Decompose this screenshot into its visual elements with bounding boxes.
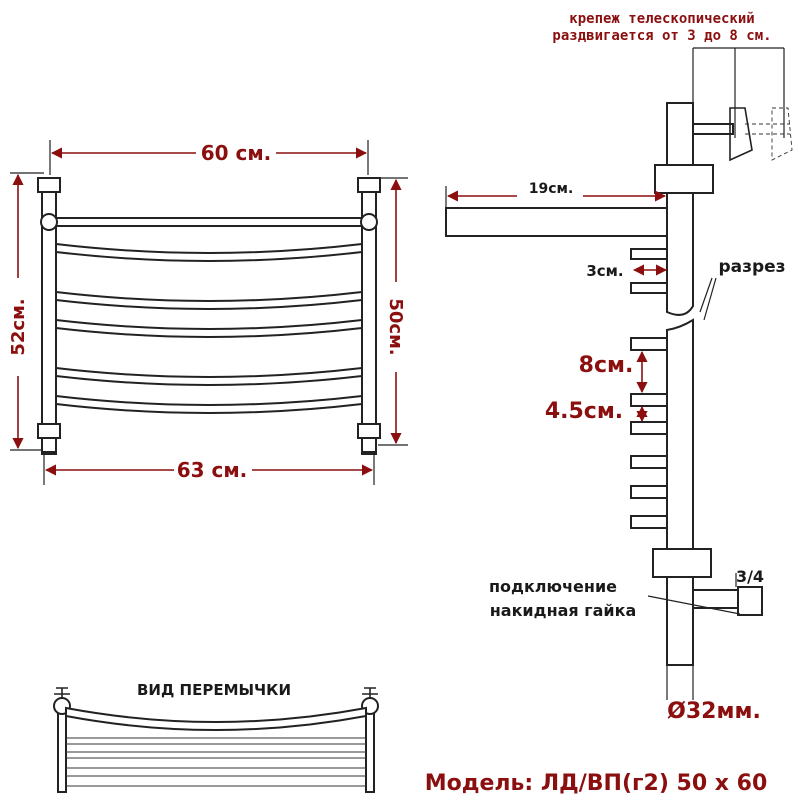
connection-label-line2: накидная гайка — [490, 601, 637, 620]
cut-label: разрез — [718, 257, 785, 277]
left-bottom-stub — [41, 437, 57, 453]
right-bottom-stub — [361, 437, 377, 453]
left-top-flange — [37, 177, 61, 193]
vertical-pipe-lower — [666, 318, 694, 666]
rung — [55, 394, 363, 414]
union-nut — [737, 586, 763, 616]
connection-leader — [647, 595, 741, 615]
bottom-width-label: 63 см. — [177, 458, 248, 482]
right-bottom-flange — [357, 423, 381, 439]
top-straight-bar — [55, 217, 363, 227]
rung — [55, 366, 363, 386]
left-height-label: 52см. — [8, 298, 29, 355]
model-label: Модель: ЛД/ВП(г2) 50 х 60 — [425, 771, 768, 796]
bridge-curve — [65, 706, 367, 731]
shelf-bar — [445, 207, 668, 237]
front-view: 60 см. 52см. 50см. — [8, 140, 408, 485]
bridge-view: ВИД ПЕРЕМЫЧКИ — [53, 681, 379, 793]
vertical-pipe-upper — [666, 102, 694, 316]
rung-stub — [630, 485, 668, 499]
rung-stub — [630, 393, 668, 407]
bracket-rod — [692, 123, 734, 135]
bridge-right-cap — [362, 687, 378, 698]
rung-gap-label: 4.5см. — [545, 399, 623, 424]
bracket-extension-dashed — [745, 123, 790, 135]
rung — [55, 318, 363, 338]
bracket-cup-solid — [729, 107, 753, 162]
bridge-left-post — [57, 711, 67, 793]
rung-stub — [630, 455, 668, 469]
bridge-right-post — [365, 711, 375, 793]
rung-stub — [630, 248, 668, 260]
bridge-left-cap — [54, 687, 70, 698]
left-upright — [41, 191, 57, 455]
lower-rung-stubs — [630, 337, 668, 529]
side-view: крепеж телескопический раздвигается от 3… — [445, 11, 793, 724]
shelf-gap-label: 3см. — [586, 262, 623, 280]
bridge-title: ВИД ПЕРЕМЫЧКИ — [137, 681, 291, 699]
shelf-depth-label: 19см. — [529, 181, 574, 197]
connection-label-line1: подключение — [489, 577, 617, 596]
left-bottom-flange — [37, 423, 61, 439]
rung-pitch-label: 8см. — [579, 353, 634, 378]
bracket-cup-dashed — [771, 107, 793, 161]
lower-coupling — [652, 548, 712, 578]
rung-stub — [630, 421, 668, 435]
thread-label: 3/4 — [736, 567, 764, 586]
curved-rungs — [55, 242, 363, 414]
right-top-flange — [357, 177, 381, 193]
top-width-label: 60 см. — [201, 141, 272, 165]
rung-stub — [630, 282, 668, 294]
cut-leader — [703, 277, 717, 321]
upper-coupling — [654, 164, 714, 194]
right-upright — [361, 191, 377, 455]
cut-leader — [699, 277, 713, 313]
diameter-label: Ø32мм. — [667, 699, 761, 724]
bridge-lines — [66, 737, 366, 787]
rung — [55, 242, 363, 262]
right-joint — [360, 213, 378, 231]
rung-stub — [630, 515, 668, 529]
right-height-label: 50см. — [385, 298, 406, 355]
mount-label-line2: раздвигается от 3 до 8 см. — [552, 28, 771, 44]
connection-pipe — [692, 589, 742, 609]
mount-label-line1: крепеж телескопический — [569, 11, 754, 27]
rung-stub — [630, 337, 668, 351]
left-joint — [40, 213, 58, 231]
rung — [55, 290, 363, 310]
